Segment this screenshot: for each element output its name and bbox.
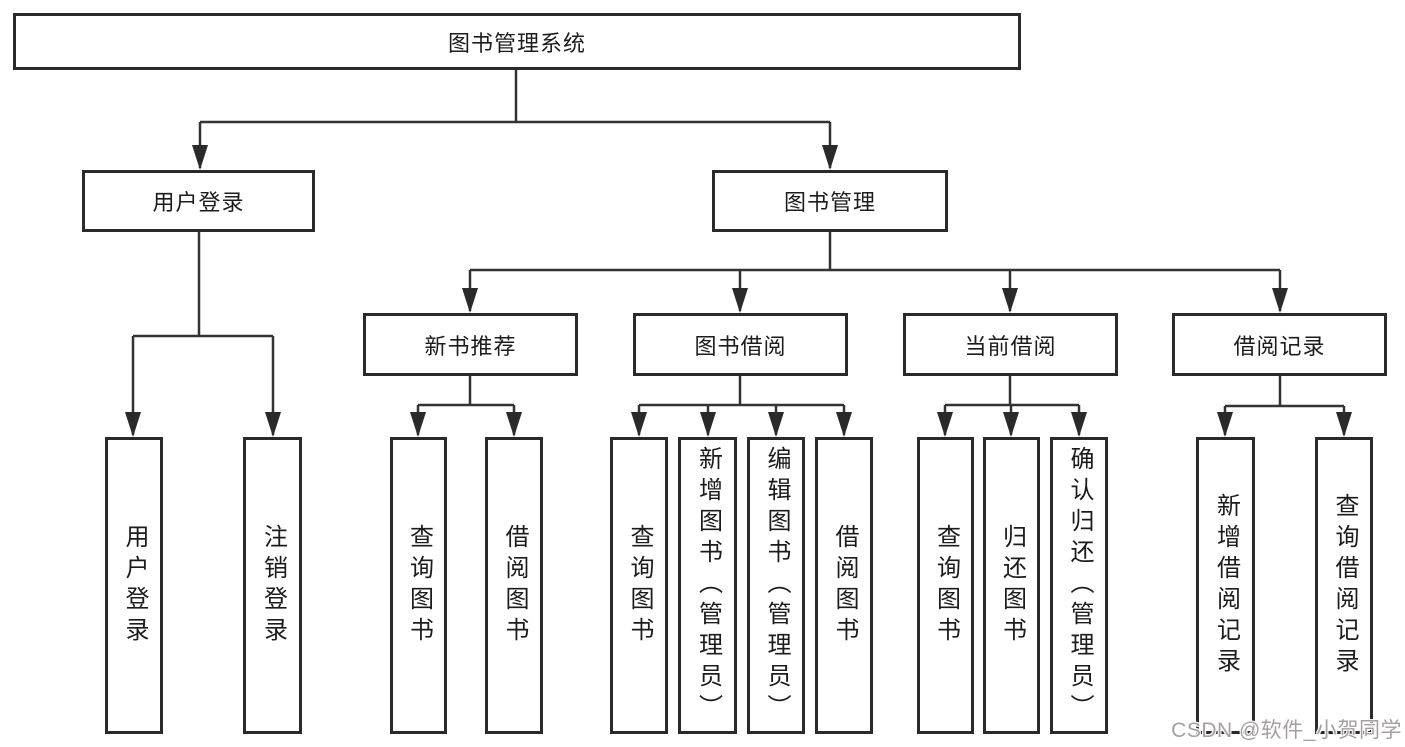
node-current-borrowing: 当前借阅 xyxy=(903,313,1118,376)
node-new-book-recommendation: 新书推荐 xyxy=(363,313,578,376)
node-book-management: 图书管理 xyxy=(712,170,948,232)
leaf-borrow-books-recommend: 借阅图书 xyxy=(485,437,543,734)
node-user-login: 用户登录 xyxy=(82,170,315,232)
leaf-query-books-recommend: 查询图书 xyxy=(390,437,447,734)
leaf-add-books-admin: 新增图书（管理员） xyxy=(678,437,737,734)
leaf-edit-books-admin: 编辑图书（管理员） xyxy=(747,437,805,734)
node-book-borrowing: 图书借阅 xyxy=(633,313,848,376)
leaf-query-books-borrowing: 查询图书 xyxy=(610,437,668,734)
leaf-user-login: 用户登录 xyxy=(105,437,163,734)
node-library-management-system: 图书管理系统 xyxy=(13,13,1021,70)
connector-lines xyxy=(131,70,1346,435)
arrowheads xyxy=(125,145,1352,437)
leaf-logout: 注销登录 xyxy=(243,437,302,734)
leaf-query-books-current: 查询图书 xyxy=(917,437,974,734)
leaf-borrow-books-borrowing: 借阅图书 xyxy=(815,437,873,734)
leaf-return-books: 归还图书 xyxy=(983,437,1040,734)
leaf-query-borrow-record: 查询借阅记录 xyxy=(1315,437,1373,734)
csdn-watermark: CSDN @软件_小贺同学 xyxy=(1171,719,1402,742)
leaf-add-borrow-record: 新增借阅记录 xyxy=(1196,437,1255,734)
leaf-confirm-return-admin: 确认归还（管理员） xyxy=(1050,437,1108,734)
node-borrowing-records: 借阅记录 xyxy=(1172,313,1387,376)
